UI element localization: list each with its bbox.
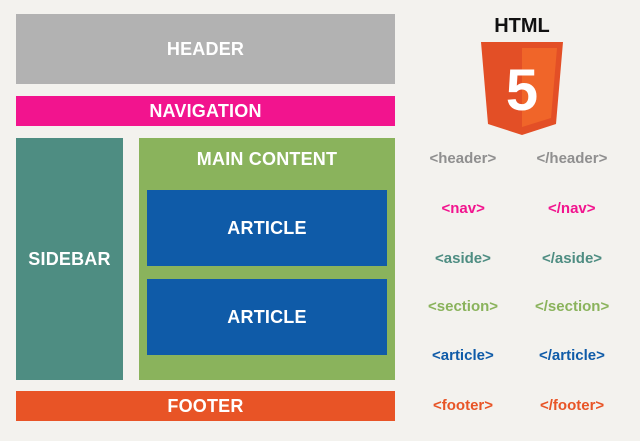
tag-open: <header>	[429, 150, 497, 167]
navigation-block: NAVIGATION	[16, 96, 395, 126]
article-block: ARTICLE	[147, 279, 387, 355]
footer-block: FOOTER	[16, 391, 395, 421]
article-label: ARTICLE	[227, 306, 307, 327]
tag-open: <footer>	[433, 397, 494, 414]
tag-close: </nav>	[548, 200, 596, 217]
tag-close: </header>	[536, 150, 608, 167]
html5-logo-icon: HTML 5	[481, 15, 563, 135]
sidebar-block: SIDEBAR	[16, 138, 123, 380]
header-block: HEADER	[16, 14, 395, 84]
tag-open: <article>	[432, 347, 494, 364]
tag-close: </section>	[535, 298, 610, 315]
tag-open: <section>	[428, 298, 499, 315]
navigation-label: NAVIGATION	[149, 100, 262, 121]
tag-close: </aside>	[542, 250, 603, 267]
tag-open: <nav>	[441, 200, 485, 217]
sidebar-label: SIDEBAR	[28, 248, 111, 269]
footer-label: FOOTER	[167, 395, 244, 416]
main-content-label: MAIN CONTENT	[196, 149, 338, 169]
tag-close: </footer>	[540, 397, 605, 414]
shield-highlight	[522, 48, 557, 127]
tag-open: <aside>	[435, 250, 491, 267]
article-block: ARTICLE	[147, 190, 387, 266]
article-label: ARTICLE	[227, 217, 307, 238]
html5-badge-number: 5	[506, 58, 538, 123]
header-label: HEADER	[166, 38, 245, 59]
tag-close: </article>	[539, 347, 605, 364]
html-logo-text: HTML	[494, 15, 550, 37]
